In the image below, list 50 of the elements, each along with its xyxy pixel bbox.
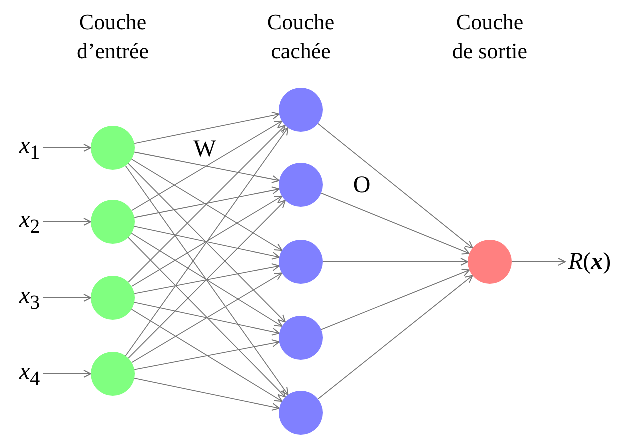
layer-heading: Couche de sortie (451, 8, 529, 65)
arrow (125, 166, 289, 396)
arrow (512, 258, 566, 266)
arrow (125, 127, 289, 357)
weight-label: O (353, 171, 371, 200)
arrow (131, 233, 283, 327)
layer-heading: Couche d’entrée (76, 8, 150, 65)
neuron-circle (468, 240, 512, 284)
arrow (134, 152, 280, 184)
arrow (320, 269, 470, 330)
arrow (131, 196, 283, 288)
neuron-circle (279, 316, 323, 360)
arrow (134, 302, 280, 336)
input-label: x$_{3}$ (20, 284, 40, 312)
input-label: x$_{1}$ (20, 134, 40, 162)
neuron-circle (91, 126, 135, 170)
neuron-circle (279, 163, 323, 207)
arrow (131, 309, 283, 402)
arrow (318, 123, 474, 249)
arrow (322, 258, 468, 266)
arrow (43, 294, 92, 302)
arrow (128, 200, 286, 359)
arrow (131, 120, 283, 212)
arrow (318, 275, 474, 400)
arrow (43, 370, 92, 378)
arrow (43, 144, 92, 152)
arrow (134, 186, 280, 218)
weight-label: W (194, 135, 216, 164)
arrow (131, 272, 283, 364)
arrow (134, 340, 280, 370)
neuron-circle (279, 240, 323, 284)
neuron-circle (91, 276, 135, 320)
arrow (128, 163, 286, 323)
arrow (43, 218, 92, 226)
output-label: R(x) (568, 250, 612, 274)
neuron-circle (91, 352, 135, 396)
arrow (128, 125, 286, 283)
arrow (134, 264, 280, 294)
input-label: x$_{4}$ (20, 360, 40, 388)
neuron-circle (279, 391, 323, 435)
arrow (134, 112, 280, 144)
arrow (320, 192, 470, 255)
arrow (128, 237, 286, 398)
arrow (134, 378, 280, 412)
neuron-circle (279, 88, 323, 132)
arrow (134, 226, 280, 260)
input-label: x$_{2}$ (20, 208, 40, 236)
layer-heading: Couche cachée (266, 8, 336, 65)
neuron-circle (91, 200, 135, 244)
arrow (131, 158, 283, 252)
